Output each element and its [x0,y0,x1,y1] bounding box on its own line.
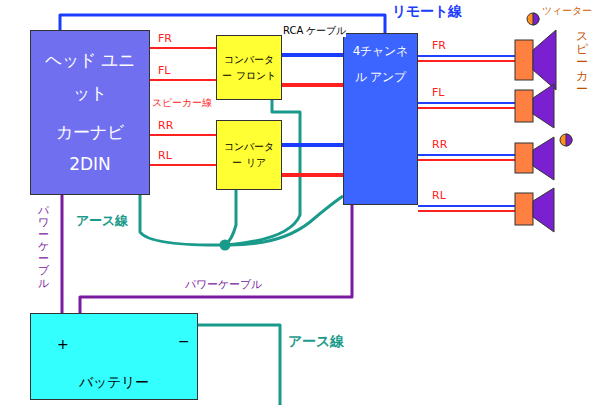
node-text: コンバーター リア [220,139,278,171]
wire-line [61,195,64,313]
node-text: カーナビ 2DIN [44,116,136,181]
node-text: 4チャンネル アンプ [347,38,414,91]
wire-line [150,164,216,166]
wire-line [150,79,216,81]
head-unit-box: ヘッド ユニットカーナビ 2DIN [30,30,150,195]
wire-connector [150,165,216,166]
wire-connector [150,80,216,81]
wire-label: RL [158,150,172,163]
tweeter-label: ツィーター [542,5,592,17]
wire-connector [150,48,216,49]
wire-label: スピーカー線 [152,97,212,109]
wire-label: リモート線 [392,3,462,19]
channel-label: FR [432,40,446,53]
amplifier-box: 4チャンネル アンプ [343,33,418,205]
wire-label: FR [158,33,172,46]
wire-connector [282,145,343,175]
wire-connector [282,55,343,85]
wire-label: FL [158,65,170,78]
terminal-label: − [178,333,190,349]
wire-line [282,83,343,87]
wire-line [150,134,216,136]
terminal-label: + [57,336,69,352]
wire-line [282,173,343,177]
tweeter-symbol [527,13,572,146]
speaker-wire [418,56,515,211]
wire-line [282,53,343,57]
channel-label: FL [432,87,444,100]
wire-connector [150,135,216,136]
wire-label: パワーケーブル [38,205,49,290]
channel-label: RL [432,190,446,203]
wire-line [282,143,343,147]
node-text: コンバーター フロント [220,52,278,84]
wire-label: パワーケーブル [185,279,262,292]
wire-label: RR [158,120,173,133]
converter-box: コンバーター リア [216,120,282,190]
cable-label: RCA ケーブル [283,25,346,37]
converter-box: コンバーター フロント [216,35,282,100]
wire-connector [62,195,63,313]
earth-label: アース線 [76,214,128,229]
channel-label: RR [432,139,447,152]
node-text: ヘッド ユニット [44,44,136,109]
node-text: バッテリー [54,373,174,391]
wire-line [150,47,216,49]
speaker-label: スピーカー [576,30,588,96]
earth-label: アース線 [288,333,344,349]
battery-box: バッテリー [30,313,198,400]
speaker-symbol [515,30,556,232]
